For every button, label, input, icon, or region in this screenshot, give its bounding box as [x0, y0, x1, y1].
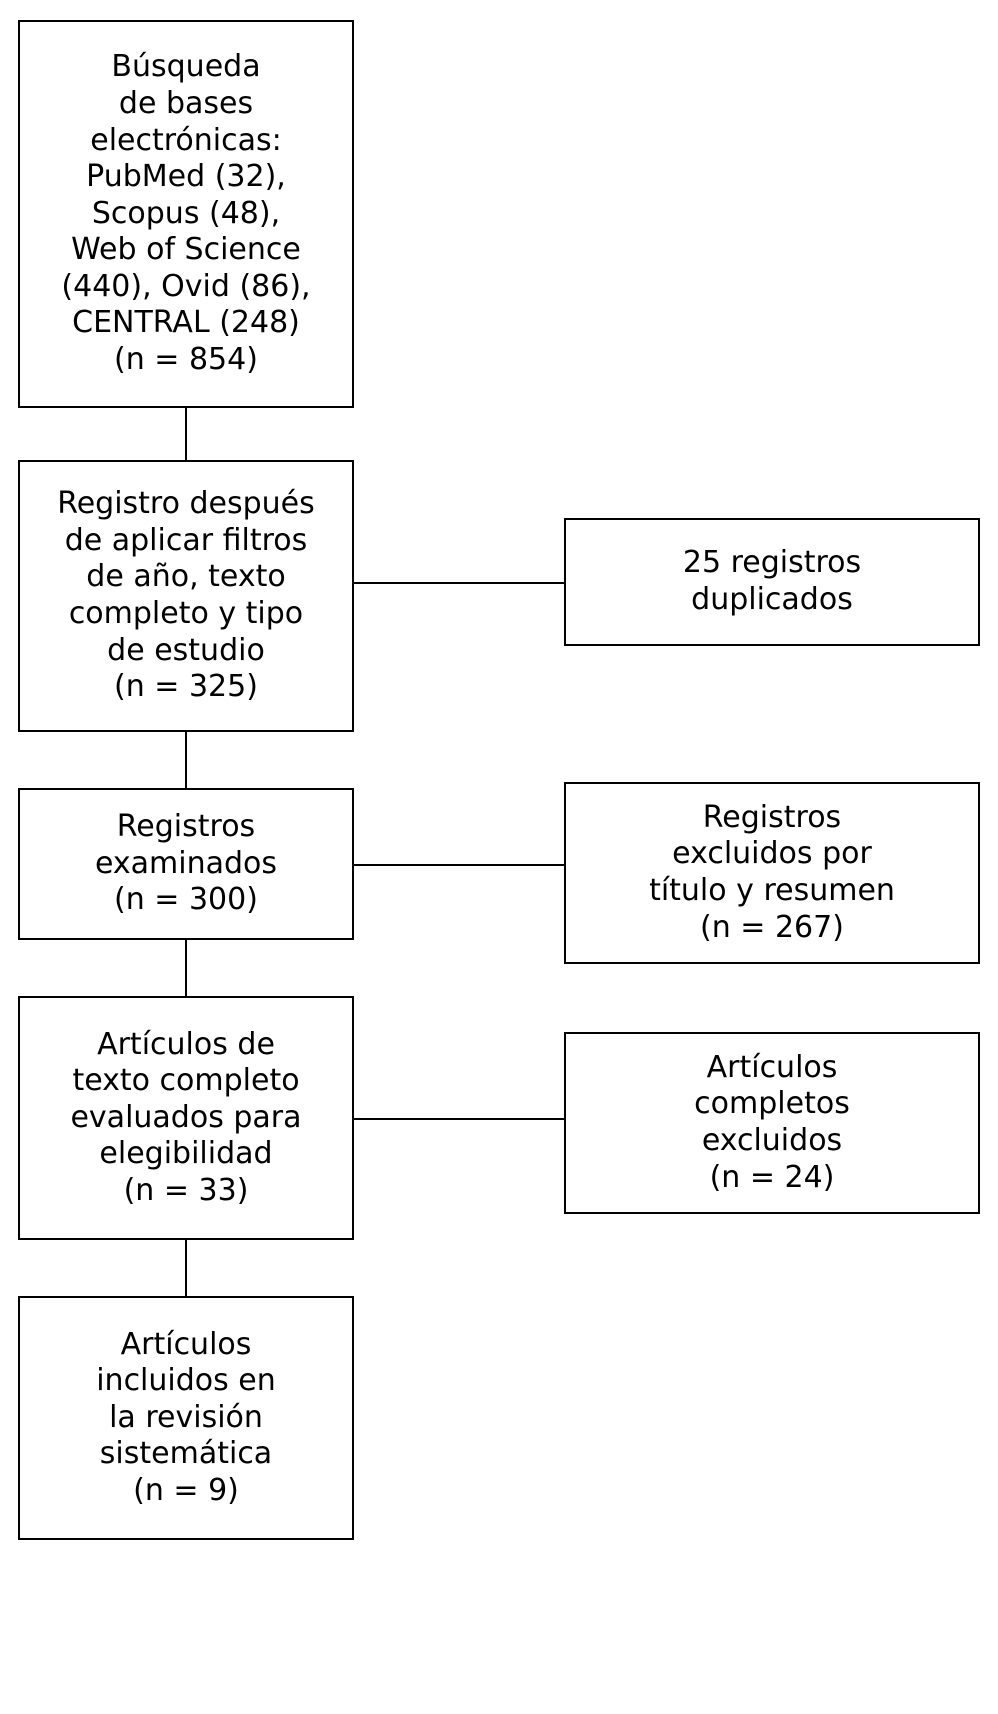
- node-line: de estudio: [107, 632, 265, 668]
- node-line: Búsqueda: [111, 49, 261, 85]
- connector-identification-to-filters: [185, 408, 187, 460]
- node-line: PubMed (32),: [86, 159, 286, 195]
- node-articulos-incluidos-revision-sistematica: Artículos incluidos en la revisión siste…: [18, 1296, 354, 1540]
- connector-eligibility-to-included: [185, 1240, 187, 1296]
- node-line: completos: [694, 1086, 850, 1122]
- node-line: Registros: [116, 809, 256, 845]
- connector-filters-to-duplicates: [354, 582, 564, 584]
- node-line: examinados: [94, 845, 278, 881]
- node-line: completo y tipo: [68, 596, 304, 631]
- node-line: Registros: [702, 799, 842, 835]
- node-line: Web of Science: [71, 232, 301, 268]
- node-line: (n = 24): [709, 1159, 835, 1195]
- node-line: elegibilidad: [99, 1136, 273, 1172]
- node-line: Artículos: [706, 1049, 838, 1085]
- connector-filters-to-screened: [185, 732, 187, 788]
- node-line: sistemática: [99, 1436, 273, 1472]
- node-registros-excluidos-titulo-resumen: Registros excluidos por título y resumen…: [564, 782, 980, 964]
- node-line: 25 registros: [682, 545, 862, 581]
- node-articulos-completos-excluidos: Artículos completos excluidos (n = 24): [564, 1032, 980, 1214]
- node-line: excluidos por: [672, 836, 872, 872]
- node-line: Artículos de: [97, 1026, 275, 1062]
- node-line: (440), Ovid (86),: [61, 268, 311, 304]
- node-line: Artículos: [120, 1326, 252, 1362]
- node-line: evaluados para: [70, 1099, 302, 1135]
- node-line: Registro después: [57, 486, 315, 522]
- node-line: (n = 854): [114, 342, 258, 378]
- node-line: de año, texto: [86, 559, 286, 595]
- node-line: la revisión: [109, 1399, 263, 1435]
- node-line: (n = 267): [700, 909, 844, 945]
- node-line: de bases: [118, 85, 254, 121]
- node-line: excluidos: [701, 1123, 843, 1158]
- node-line: duplicados: [691, 582, 853, 617]
- node-line: texto completo: [72, 1063, 300, 1099]
- node-registros-examinados: Registros examinados (n = 300): [18, 788, 354, 940]
- node-line: (n = 33): [123, 1172, 249, 1208]
- node-line: título y resumen: [649, 873, 895, 908]
- connector-screened-to-eligibility: [185, 940, 187, 996]
- node-articulos-texto-completo-elegibilidad: Artículos de texto completo evaluados pa…: [18, 996, 354, 1240]
- node-line: electrónicas:: [90, 122, 282, 158]
- node-line: (n = 325): [114, 669, 258, 705]
- node-busqueda-bases-electronicas: Búsqueda de bases electrónicas: PubMed (…: [18, 20, 354, 408]
- node-registros-duplicados: 25 registros duplicados: [564, 518, 980, 646]
- node-line: CENTRAL (248): [72, 305, 300, 341]
- node-line: (n = 9): [133, 1472, 239, 1508]
- node-registro-despues-filtros: Registro después de aplicar filtros de a…: [18, 460, 354, 732]
- node-line: (n = 300): [114, 882, 258, 918]
- node-line: de aplicar filtros: [64, 522, 308, 558]
- node-line: incluidos en: [96, 1363, 276, 1399]
- node-line: Scopus (48),: [91, 195, 281, 231]
- connector-eligibility-to-excluded-fulltext: [354, 1118, 564, 1120]
- connector-screened-to-excluded: [354, 864, 564, 866]
